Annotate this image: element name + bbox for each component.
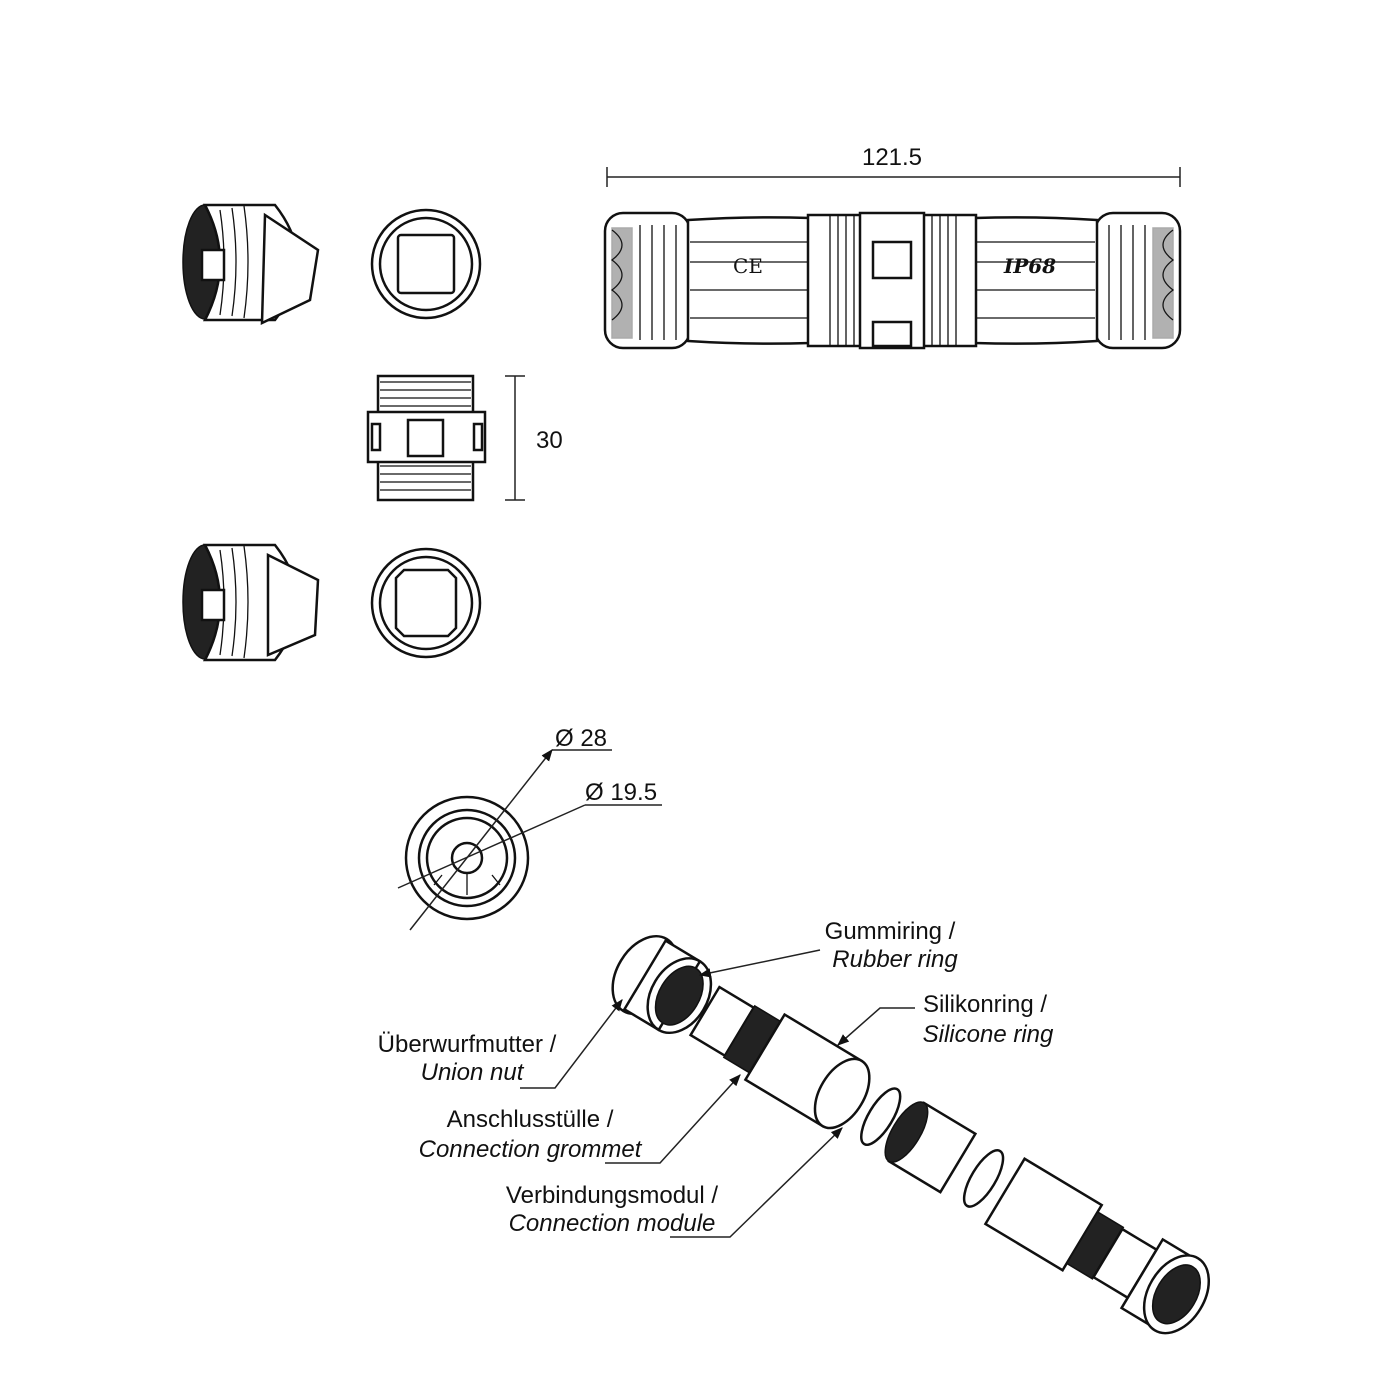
grommet-label-en: Connection grommet — [419, 1136, 643, 1163]
union-nut-label-en: Union nut — [421, 1059, 525, 1086]
silicone-ring-label-de: Silikonring / — [923, 991, 1047, 1018]
outer-diameter-dimension: Ø 28 — [555, 725, 607, 752]
module-label-en: Connection module — [509, 1210, 716, 1237]
inner-diameter-dimension: Ø 19.5 — [585, 779, 657, 806]
exploded-view — [611, 934, 1211, 1335]
rubber-ring-label-en: Rubber ring — [832, 946, 958, 973]
grommet-label-de: Anschlusstülle / — [447, 1106, 614, 1133]
module-label-de: Verbindungsmodul / — [506, 1182, 718, 1209]
silicone-ring-label-en: Silicone ring — [923, 1021, 1054, 1048]
height-dimension: 30 — [536, 427, 563, 454]
nut-views: 30 — [182, 203, 563, 662]
length-dimension: 121.5 — [862, 144, 922, 171]
union-nut-label-de: Überwurfmutter / — [378, 1031, 557, 1058]
front-view: Ø 28 Ø 19.5 — [397, 725, 662, 931]
ce-mark: CE — [733, 254, 763, 278]
rubber-ring-label-de: Gummiring / — [825, 918, 956, 945]
part-labels: Gummiring / Rubber ring Silikonring / Si… — [378, 918, 1054, 1238]
ip-rating-mark: IP68 — [1003, 254, 1056, 278]
connector-side-view: 121.5 CE IP68 — [603, 144, 1182, 350]
